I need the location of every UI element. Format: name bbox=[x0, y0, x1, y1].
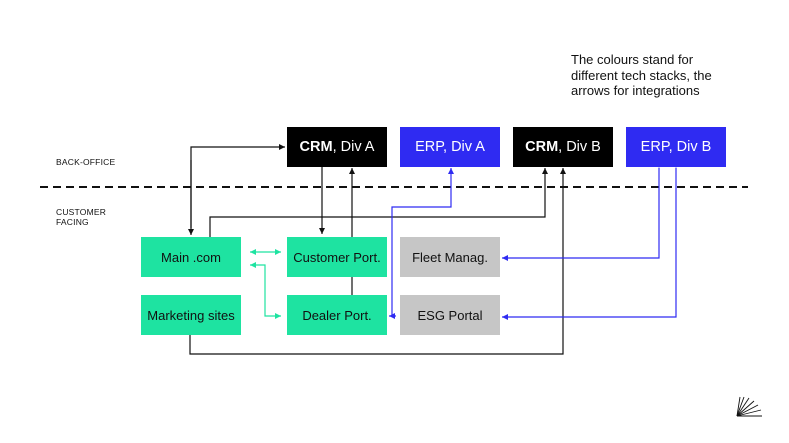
node-fleet-manag-label: Fleet Manag. bbox=[412, 249, 488, 265]
section-label-customer-facing: CUSTOMER FACING bbox=[56, 207, 106, 227]
node-marketing-sites-label: Marketing sites bbox=[147, 307, 235, 323]
node-customer-port-label: Customer Port. bbox=[293, 249, 381, 265]
node-crm-div-b-bold: CRM bbox=[525, 139, 559, 155]
node-esg-portal-label: ESG Portal bbox=[417, 307, 483, 323]
node-crm-div-a[interactable]: CRM, Div A bbox=[287, 127, 387, 167]
node-crm-div-a-rest: , Div A bbox=[332, 139, 375, 155]
legend-note-line: different tech stacks, the bbox=[571, 67, 712, 83]
section-label-line: CUSTOMER bbox=[56, 207, 107, 217]
node-crm-div-b[interactable]: CRM, Div B bbox=[513, 127, 613, 167]
connector-erp-b-esg bbox=[502, 162, 679, 320]
node-erp-div-a-label: ERP, Div A bbox=[415, 139, 485, 155]
node-dealer-port-label: Dealer Port. bbox=[302, 307, 372, 323]
legend-note-line: The colours stand for bbox=[571, 52, 694, 67]
node-erp-div-b-label: ERP, Div B bbox=[640, 139, 712, 155]
section-label-back-office: BACK-OFFICE bbox=[56, 157, 116, 167]
node-dealer-port[interactable]: Dealer Port. bbox=[287, 295, 387, 335]
fan-logo-icon bbox=[736, 396, 762, 417]
node-crm-div-a-bold: CRM bbox=[299, 139, 333, 155]
connector-main-crm-b bbox=[209, 168, 548, 237]
node-erp-div-a[interactable]: ERP, Div A bbox=[400, 127, 500, 167]
node-main-com[interactable]: Main .com bbox=[141, 237, 241, 277]
connector-dealer-erp-a bbox=[391, 168, 454, 316]
node-fleet-manag[interactable]: Fleet Manag. bbox=[400, 237, 500, 277]
section-label-line: FACING bbox=[56, 217, 89, 227]
legend-note-line: arrows for integrations bbox=[571, 83, 700, 98]
node-main-com-label: Main .com bbox=[161, 249, 221, 265]
connector-main-dealer bbox=[250, 262, 281, 319]
node-customer-port[interactable]: Customer Port. bbox=[287, 237, 387, 277]
node-esg-portal[interactable]: ESG Portal bbox=[400, 295, 500, 335]
node-erp-div-b[interactable]: ERP, Div B bbox=[626, 127, 726, 167]
node-marketing-sites[interactable]: Marketing sites bbox=[141, 295, 241, 335]
connector-erp-b-fleet bbox=[502, 162, 662, 261]
legend-note: The colours stand for different tech sta… bbox=[571, 52, 776, 99]
node-crm-div-b-rest: , Div B bbox=[558, 139, 601, 155]
